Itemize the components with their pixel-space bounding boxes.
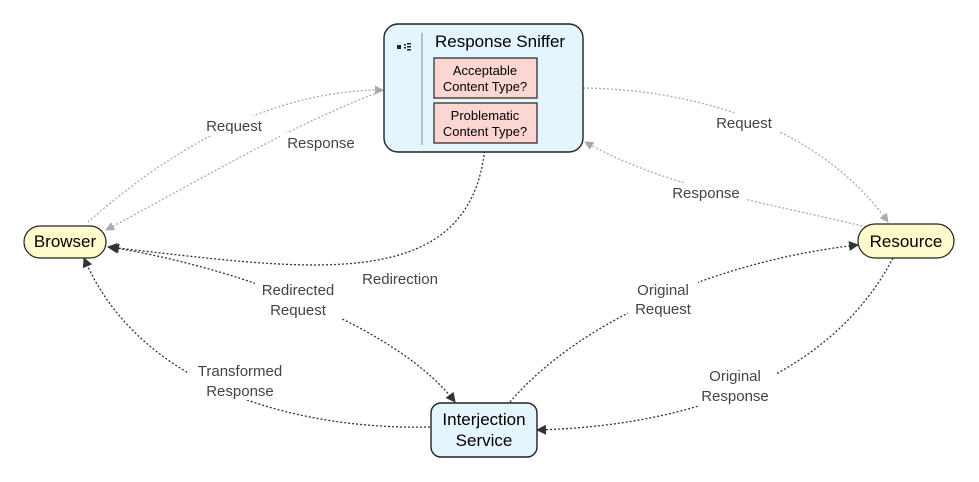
svg-text:Transformed: Transformed xyxy=(198,363,282,380)
sniffer-type-icon xyxy=(397,43,411,51)
svg-text:Redirection: Redirection xyxy=(362,271,438,288)
edge-label-transformed-response: Transformed Response xyxy=(188,360,292,400)
svg-text:Original: Original xyxy=(637,282,689,299)
node-resource[interactable]: Resource xyxy=(857,223,955,259)
edge-label-resource-sniffer-response: Response xyxy=(665,183,747,203)
svg-text:Request: Request xyxy=(716,115,773,132)
edge-sniffer-to-resource-request xyxy=(582,87,889,223)
node-resource-label: Resource xyxy=(870,232,943,251)
svg-text:Request: Request xyxy=(635,301,692,318)
svg-text:Response: Response xyxy=(206,383,274,400)
svg-text:Response: Response xyxy=(701,388,769,405)
edge-label-sniffer-resource-request: Request xyxy=(708,113,780,133)
check-acceptable-content-type: Acceptable Content Type? xyxy=(433,57,538,99)
check-problematic-content-type: Problematic Content Type? xyxy=(433,102,538,144)
svg-text:Problematic: Problematic xyxy=(451,108,520,123)
node-response-sniffer[interactable]: Response Sniffer Acceptable Content Type… xyxy=(383,23,584,153)
edge-label-redirection: Redirection xyxy=(355,268,445,288)
node-response-sniffer-title: Response Sniffer xyxy=(435,32,565,51)
svg-text:Request: Request xyxy=(270,302,327,319)
edge-label-browser-sniffer-request: Request xyxy=(198,116,270,136)
svg-text:Request: Request xyxy=(206,118,263,135)
edge-label-original-response: Original Response xyxy=(694,366,776,406)
svg-text:Service: Service xyxy=(456,431,513,450)
node-browser-label: Browser xyxy=(34,232,97,251)
edge-sniffer-to-browser-redirection xyxy=(107,146,486,266)
edge-browser-to-sniffer-request xyxy=(87,85,384,223)
edge-label-original-request: Original Request xyxy=(628,280,698,320)
node-browser[interactable]: Browser xyxy=(23,225,107,259)
svg-text:Content Type?: Content Type? xyxy=(443,79,527,94)
edge-interjection-to-resource-request xyxy=(509,241,859,403)
svg-text:Original: Original xyxy=(709,368,761,385)
svg-text:Content Type?: Content Type? xyxy=(443,124,527,139)
svg-text:Response: Response xyxy=(287,135,355,152)
svg-text:Interjection: Interjection xyxy=(442,410,525,429)
svg-text:Acceptable: Acceptable xyxy=(453,63,517,78)
node-interjection-service[interactable]: Interjection Service xyxy=(430,402,538,458)
edge-label-redirected-request: Redirected Request xyxy=(255,280,341,320)
svg-text:Response: Response xyxy=(672,185,740,202)
edge-sniffer-to-browser-response xyxy=(105,87,391,231)
edge-label-sniffer-browser-response: Response xyxy=(280,133,362,153)
svg-text:Redirected: Redirected xyxy=(262,282,335,299)
